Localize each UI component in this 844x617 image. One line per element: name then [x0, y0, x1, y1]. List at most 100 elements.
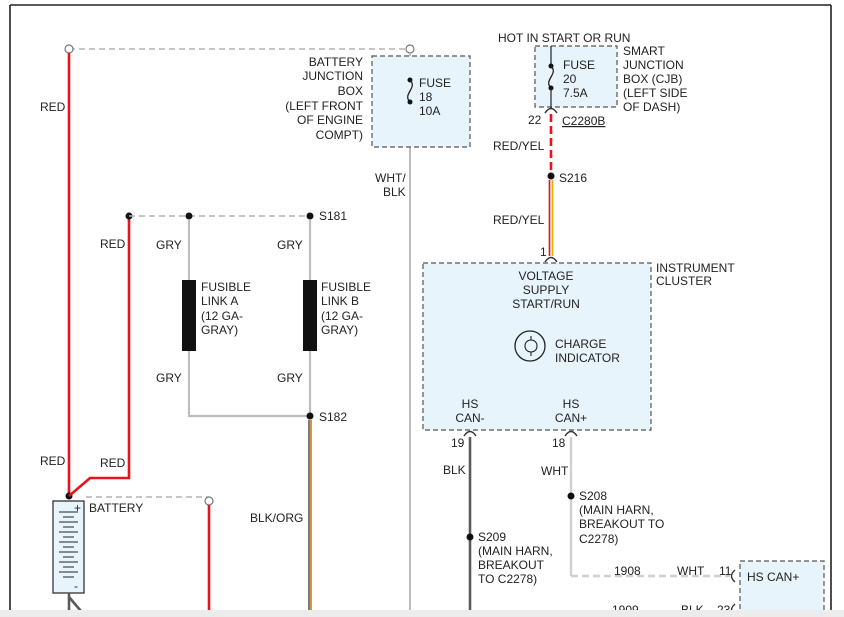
gry-label-1: GRY [156, 238, 182, 252]
bjb-line-6: COMPT) [316, 128, 363, 142]
sjb-line-2: JUNCTION [623, 58, 684, 72]
red-wire-secondary [68, 216, 131, 497]
battery-cells [59, 511, 78, 578]
hs-can-labels: HS CAN- HS CAN+ [455, 397, 587, 425]
gry-label-3: GRY [156, 371, 182, 385]
circuit-1908-label: 1908 [614, 564, 641, 578]
s181-dot [306, 212, 314, 220]
smart-junction-box [534, 45, 618, 108]
gry-wire-a-bottom [187, 351, 310, 418]
fusible-b-line-2: LINK B [321, 294, 359, 308]
fusible-link-b [303, 280, 317, 351]
instrument-cluster-line-2: CLUSTER [656, 274, 712, 288]
red-label-1: RED [40, 100, 66, 114]
blk-label: BLK [443, 463, 466, 477]
hs-can-minus-line-2: CAN- [455, 411, 484, 425]
fusible-a-line-1: FUSIBLE [201, 280, 251, 294]
s209-line-2: (MAIN HARN, [478, 544, 553, 558]
bjb-line-3: BOX [338, 84, 363, 98]
s209-line-4: TO C2278) [478, 572, 537, 586]
wht-label: WHT [541, 464, 569, 478]
fusible-a-line-4: GRAY) [201, 323, 238, 337]
fusible-a-top-dot [185, 212, 193, 220]
sjb-line-3: BOX (CJB) [623, 72, 682, 86]
pin19-connector [463, 430, 477, 437]
connector-c2280b-label: C2280B [562, 114, 605, 128]
bjb-line-5: OF ENGINE [297, 113, 363, 127]
voltage-supply-line-2: SUPPLY [523, 283, 569, 297]
fuse18-label: FUSE [419, 76, 451, 90]
fusible-b-line-4: GRAY) [321, 323, 358, 337]
s208-line-4: C2278) [579, 532, 618, 546]
wht-blk-label-2: BLK [383, 185, 406, 199]
hs-can-plus-box-label: HS CAN+ [747, 570, 799, 584]
s209-dot [466, 533, 474, 541]
fusible-a-line-3: (12 GA- [201, 309, 243, 323]
charge-indicator-icon [514, 330, 546, 362]
fusible-b-line-3: (12 GA- [321, 309, 363, 323]
pin11-connector [730, 569, 736, 583]
s208-line-3: BREAKOUT TO [579, 517, 664, 531]
fuse18-number: 18 [419, 90, 433, 104]
bjb-line-2: JUNCTION [302, 69, 363, 83]
pin18-label: 18 [552, 436, 566, 450]
pin18-connector [564, 430, 578, 437]
fuse18-rating: 10A [419, 104, 440, 118]
blk-org-label: BLK/ORG [250, 511, 303, 525]
hot-in-start-or-run: HOT IN START OR RUN [498, 31, 630, 45]
pin22-label: 22 [528, 113, 542, 127]
fuse20-number: 20 [563, 72, 577, 86]
instrument-cluster-line-1: INSTRUMENT [656, 261, 735, 275]
red-label-3: RED [40, 454, 66, 468]
hs-can-box [739, 560, 825, 617]
voltage-supply-label: VOLTAGE SUPPLY START/RUN [512, 269, 580, 311]
battery-junction-box [371, 55, 471, 148]
s209-line-3: BREAKOUT [478, 558, 545, 572]
sjb-line-5: OF DASH) [623, 100, 680, 114]
fusible-b-line-1: FUSIBLE [321, 280, 371, 294]
s208-line-2: (MAIN HARN, [579, 503, 654, 517]
voltage-supply-line-3: START/RUN [512, 297, 580, 311]
battery-minus-sign: - [74, 579, 78, 593]
battery-open-terminal [204, 496, 214, 506]
s209-line-1: S209 [478, 530, 506, 544]
s216-label: S216 [559, 171, 587, 185]
hs-can-plus-line-1: HS [563, 397, 580, 411]
top-left-open-terminal [64, 44, 74, 54]
bjb-line-4: (LEFT FRONT [285, 99, 363, 113]
voltage-supply-line-1: VOLTAGE [519, 269, 574, 283]
gry-label-4: GRY [277, 371, 303, 385]
charge-indicator-line-2: INDICATOR [555, 351, 620, 365]
pin11-label: 11 [719, 564, 732, 578]
pin22-connector [544, 107, 558, 114]
bottom-scroll-strip [0, 610, 844, 617]
s182-label: S182 [319, 410, 347, 424]
fuse20-label: FUSE [563, 58, 595, 72]
s181-label: S181 [319, 209, 347, 223]
fuse18-dot-bottom [407, 99, 413, 105]
pin1-label: 1 [540, 245, 547, 259]
red-label-4: RED [100, 456, 126, 470]
charge-indicator-bulb [524, 336, 538, 356]
wht-label-2: WHT [677, 564, 705, 578]
gry-label-2: GRY [277, 238, 303, 252]
s208-dot [567, 492, 575, 500]
hs-can-minus-line-1: HS [462, 397, 479, 411]
red-yel-label-2: RED/YEL [493, 213, 545, 227]
wht-blk-label-1: WHT/ [375, 171, 406, 185]
bjb-line-1: BATTERY [309, 55, 363, 69]
fusible-link-a [182, 280, 196, 351]
sjb-line-1: SMART [623, 44, 665, 58]
fusible-a-line-2: LINK A [201, 294, 238, 308]
s216-dot [547, 172, 555, 180]
red-yel-label-1: RED/YEL [493, 139, 545, 153]
hs-can-plus-line-2: CAN+ [555, 411, 587, 425]
sjb-line-4: (LEFT SIDE [623, 86, 687, 100]
top-right-open-terminal [405, 44, 415, 54]
charge-indicator-line-1: CHARGE [555, 337, 606, 351]
pin1-connector [544, 256, 558, 263]
battery-label: BATTERY [89, 501, 143, 515]
red-label-2: RED [100, 237, 126, 251]
